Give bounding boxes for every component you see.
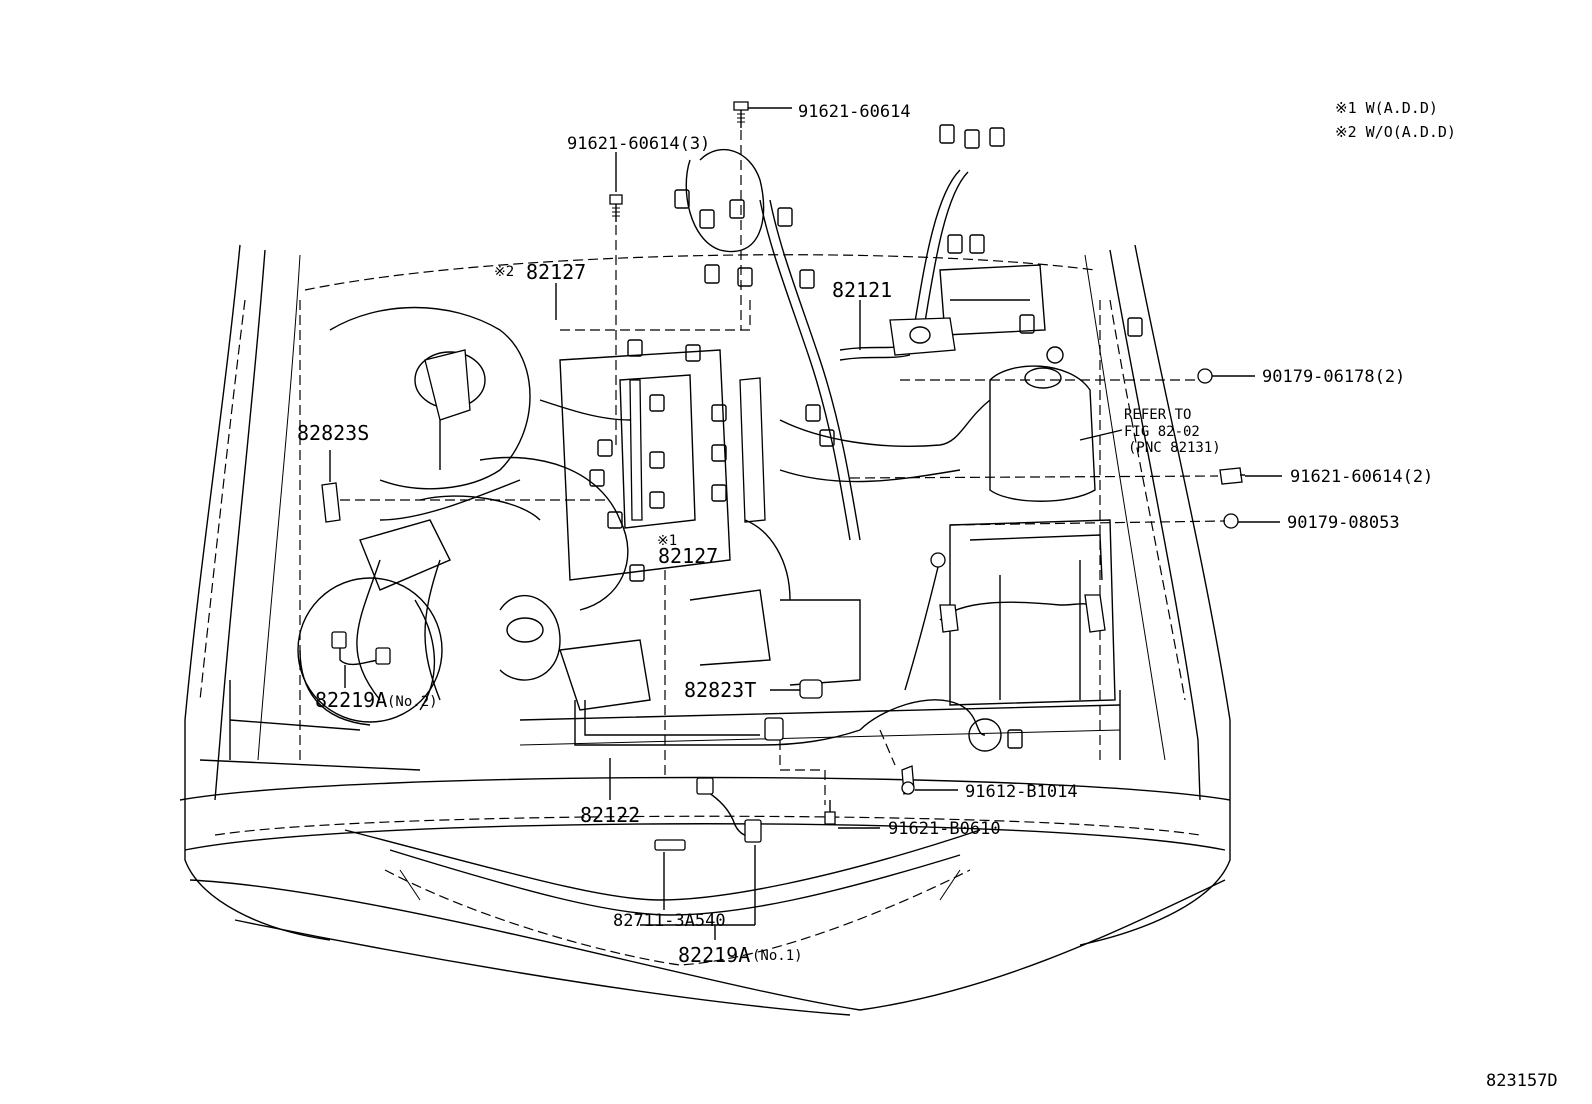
label-82219A-no2-suffix: (No.2)	[387, 694, 438, 710]
label-90179-08053: 90179-08053	[1287, 513, 1400, 533]
label-82823S: 82823S	[297, 421, 369, 445]
label-82127-top: 82127	[526, 260, 586, 284]
label-90179-06178-2: 90179-06178(2)	[1262, 367, 1405, 387]
refer-line-3: (PNC 82131)	[1128, 440, 1221, 456]
engine-components	[297, 124, 1143, 752]
leader-lines	[329, 107, 1282, 940]
figure-id: 823157D	[1486, 1071, 1558, 1091]
label-91621-B0610: 91621-B0610	[888, 819, 1001, 839]
refer-line-1: REFER TO	[1124, 407, 1191, 423]
label-82127-mid: 82127	[658, 544, 718, 568]
label-82219A-no1: 82219A	[678, 943, 750, 967]
label-82823T: 82823T	[684, 678, 756, 702]
label-91612-B1014: 91612-B1014	[965, 782, 1078, 802]
label-82127-top-mark: ※2	[494, 264, 514, 280]
label-82711-3A540: 82711-3A540	[613, 911, 726, 931]
label-82219A-no2: 82219A	[315, 688, 387, 712]
wire-harness	[321, 169, 1245, 851]
legend-note-1: ※1 W(A.D.D)	[1335, 99, 1438, 117]
refer-line-2: FIG 82-02	[1124, 424, 1200, 440]
label-82127-mid-mark: ※1	[657, 533, 677, 549]
label-91621-60614-3: 91621-60614(3)	[567, 134, 710, 154]
legend-note-2: ※2 W/O(A.D.D)	[1335, 123, 1456, 141]
fasteners	[609, 101, 915, 825]
part-labels: ※1 W(A.D.D) ※2 W/O(A.D.D) 91621-60614 91…	[297, 99, 1558, 1091]
connector-blocks	[589, 339, 835, 582]
label-82121: 82121	[832, 278, 892, 302]
label-82219A-no1-suffix: (No.1)	[752, 948, 803, 964]
label-91621-60614-2: 91621-60614(2)	[1290, 467, 1433, 487]
label-91621-60614-top: 91621-60614	[798, 102, 911, 122]
vehicle-outline	[179, 244, 1231, 1016]
label-82122: 82122	[580, 803, 640, 827]
